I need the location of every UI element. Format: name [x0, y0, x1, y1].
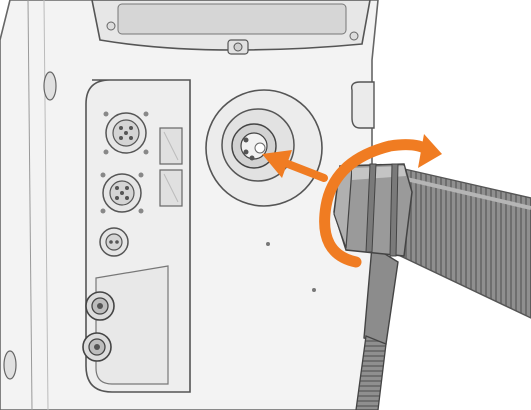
torch-hose [391, 167, 531, 319]
socket-pin-3 [249, 155, 255, 161]
small-connector [99, 227, 129, 257]
torch-handle [355, 244, 399, 410]
multi-pin-connector-top [103, 111, 149, 155]
torch-connector-plug [333, 163, 413, 257]
connector-panel [82, 79, 191, 393]
handle-cable [355, 335, 387, 410]
blank-plate-lower [159, 169, 183, 207]
multi-pin-connector-middle [100, 172, 144, 214]
socket-center-contact [254, 142, 266, 154]
power-socket-upper [85, 291, 115, 321]
side-handle [350, 81, 375, 129]
housing-screw [312, 288, 316, 292]
arrow-right-icon [262, 150, 328, 182]
side-hole-bottom [3, 350, 17, 380]
top-cover [91, 0, 371, 55]
housing-side-bevel [27, 0, 33, 410]
housing-inner-edge [43, 0, 49, 410]
housing-screw [266, 242, 270, 246]
power-socket-lower [82, 332, 112, 362]
side-hole-top [43, 71, 57, 101]
lower-socket-bay [95, 265, 169, 385]
display-recess [117, 3, 347, 35]
socket-pin-2 [243, 149, 249, 155]
torch-socket [205, 89, 323, 207]
plug-ring [365, 163, 377, 253]
blank-plate-upper [159, 127, 183, 165]
socket-pin-1 [243, 137, 249, 143]
cover-latch [227, 39, 249, 55]
rotate-clockwise-icon [319, 134, 442, 268]
hose-highlight [401, 176, 531, 210]
cover-screw-left [106, 21, 116, 31]
cover-screw-right [349, 31, 359, 41]
plug-ring [389, 163, 399, 257]
